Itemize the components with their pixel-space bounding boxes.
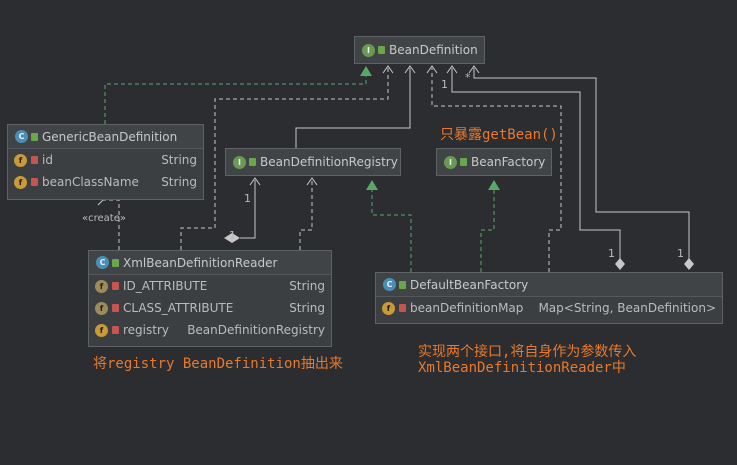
field-icon: f [14, 175, 27, 189]
node-title: GenericBeanDefinition [42, 129, 178, 144]
note-implement-line1: 实现两个接口,将自身作为参数传入 [418, 344, 637, 360]
node-title: BeanFactory [471, 155, 546, 169]
arrowhead-xml-bd [382, 65, 394, 74]
arrowhead-dbf-bd-1 [446, 65, 458, 74]
field-type: String [161, 153, 197, 167]
node-title: XmlBeanDefinitionReader [123, 255, 278, 270]
defaultbeanfactory-node[interactable]: C DefaultBeanFactory f beanDefinitionMap… [375, 272, 723, 324]
public-icon [378, 46, 385, 54]
field-type: String [161, 175, 197, 189]
class-icon: C [15, 130, 28, 143]
create-label: «create» [82, 213, 126, 224]
public-icon [399, 280, 406, 289]
field-icon: f [95, 323, 108, 337]
class-icon: C [96, 256, 109, 269]
interface-icon: I [362, 43, 375, 57]
note-extract: 将registry BeanDefinition抽出来 [93, 356, 343, 372]
registry-depends-beandefinition [299, 180, 313, 250]
node-title: BeanDefinitionRegistry [260, 155, 398, 169]
diamond-dbf-2 [684, 258, 694, 270]
field-row[interactable]: f CLASS_ATTRIBUTE String [89, 297, 331, 319]
arrowhead-dbf-bd [426, 65, 438, 74]
arrowhead-xml-registry [249, 177, 261, 186]
private-icon [112, 326, 119, 334]
triangle-beanfactory [488, 180, 500, 190]
field-row[interactable]: f beanClassName String [8, 171, 203, 193]
dbf-aggregates-beandefinition-2 [473, 68, 690, 264]
generic-realizes-beandefinition [104, 68, 367, 124]
triangle-registry [366, 180, 378, 190]
triangle-generic [360, 66, 372, 76]
dbf-depends-beandefinition [431, 68, 562, 272]
private-icon [31, 178, 38, 186]
field-name: registry [123, 323, 169, 337]
note-implement-line2: XmlBeanDefinitionReader中 [418, 360, 626, 376]
field-name: beanClassName [42, 175, 139, 189]
field-name: CLASS_ATTRIBUTE [123, 301, 234, 315]
xml-registry-aggregation [240, 180, 256, 239]
note-only-expose: 只暴露getBean() [440, 127, 558, 143]
static-field-icon: f [95, 279, 108, 293]
beandefinition-node[interactable]: I BeanDefinition [354, 36, 485, 64]
public-icon [31, 132, 38, 141]
field-icon: f [382, 301, 395, 315]
node-title: BeanDefinition [389, 43, 478, 57]
public-icon [112, 258, 119, 267]
public-icon [460, 158, 467, 166]
registry-assoc-beandefinition [295, 68, 411, 152]
multiplicity-dbf-2: 1 [677, 247, 684, 260]
field-name: ID_ATTRIBUTE [123, 279, 208, 293]
private-icon [399, 304, 406, 312]
class-icon: C [383, 278, 396, 291]
field-name: beanDefinitionMap [410, 301, 524, 315]
xml-creates-generic [103, 199, 120, 250]
genericbeandefinition-node[interactable]: C GenericBeanDefinition f id String f be… [7, 124, 204, 200]
diamond-dbf-1 [615, 258, 625, 270]
field-type: Map<String, BeanDefinition> [538, 301, 716, 315]
field-type: BeanDefinitionRegistry [187, 323, 325, 337]
field-type: String [289, 301, 325, 315]
xmlbeandefinitionreader-node[interactable]: C XmlBeanDefinitionReader f ID_ATTRIBUTE… [88, 250, 332, 347]
field-row[interactable]: f beanDefinitionMap Map<String, BeanDefi… [376, 297, 722, 319]
private-icon [31, 156, 38, 164]
field-name: id [42, 153, 53, 167]
dbf-realizes-registry [371, 180, 412, 272]
arrowhead-registry-xml-dep [306, 177, 318, 186]
node-title: DefaultBeanFactory [410, 277, 529, 292]
arrowhead-registry-bd [404, 65, 416, 74]
field-row[interactable]: f id String [8, 149, 203, 171]
beanfactory-node[interactable]: I BeanFactory [436, 148, 552, 176]
private-icon [112, 282, 119, 290]
multiplicity-bd-star: * [465, 71, 471, 84]
field-row[interactable]: f registry BeanDefinitionRegistry [89, 319, 331, 341]
interface-icon: I [444, 155, 457, 169]
static-field-icon: f [95, 301, 108, 315]
diamond-xml [224, 233, 240, 243]
field-type: String [289, 279, 325, 293]
multiplicity-dbf-1: 1 [608, 247, 615, 260]
interface-icon: I [233, 155, 246, 169]
beandefinitionregistry-node[interactable]: I BeanDefinitionRegistry [225, 148, 401, 176]
private-icon [112, 304, 119, 312]
field-icon: f [14, 153, 27, 167]
field-row[interactable]: f ID_ATTRIBUTE String [89, 275, 331, 297]
xml-depends-beandefinition [180, 68, 389, 250]
multiplicity-bd-1: 1 [441, 78, 448, 91]
public-icon [249, 158, 256, 166]
multiplicity-xml: 1 [229, 229, 236, 242]
dbf-realizes-beanfactory [480, 180, 495, 272]
dbf-aggregates-beandefinition-1 [451, 68, 621, 264]
multiplicity-registry: 1 [244, 192, 251, 205]
arrowhead-dbf-bd-2 [468, 65, 480, 74]
